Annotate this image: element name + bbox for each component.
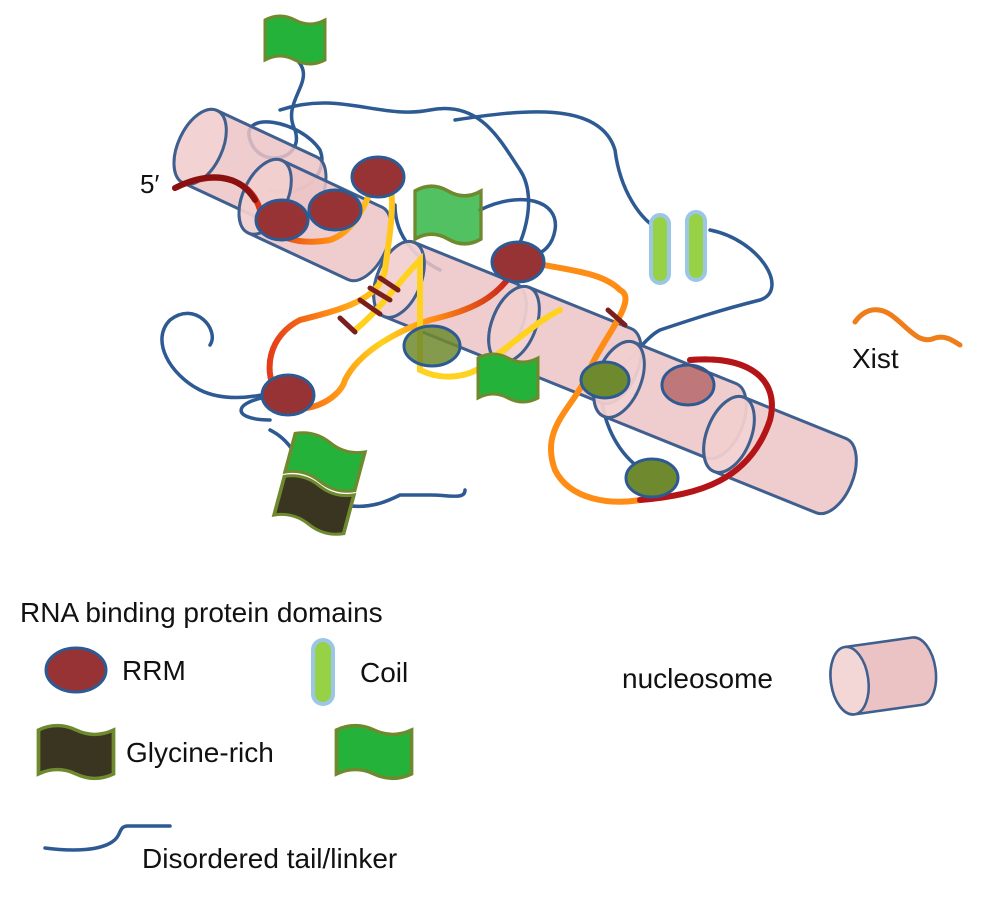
legend-coil: Coil xyxy=(311,638,408,706)
legend: RNA binding protein domains RRM Coil nuc… xyxy=(20,597,938,874)
disordered-legend-label: Disordered tail/linker xyxy=(142,843,397,874)
xist-label: Xist xyxy=(852,343,899,374)
chromatin-complex: 5′ Xist xyxy=(140,14,963,540)
glycine-rich-domain xyxy=(413,184,483,246)
legend-disordered: Disordered tail/linker xyxy=(43,824,397,874)
glycine-rich-domain xyxy=(476,352,540,404)
nucleosome-legend-label: nucleosome xyxy=(622,663,773,694)
coil-domain xyxy=(685,210,707,282)
nucleosome-6 xyxy=(692,387,868,523)
olive-domain xyxy=(579,360,631,400)
legend-nucleosome: nucleosome xyxy=(622,636,938,716)
legend-rrm: RRM xyxy=(44,646,186,694)
glycine-rich-green-legend-icon xyxy=(334,723,414,781)
glycine-rich-legend-label: Glycine-rich xyxy=(126,737,274,768)
coil-domains xyxy=(649,210,707,285)
glycine-rich-domain xyxy=(263,14,327,66)
coil-domain xyxy=(649,213,671,285)
coil-legend-icon xyxy=(311,638,335,706)
legend-heading: RNA binding protein domains xyxy=(20,597,383,628)
rrm-domain xyxy=(260,373,316,417)
rrm-legend-icon xyxy=(44,646,108,694)
olive-domain xyxy=(624,457,680,499)
coil-legend-label: Coil xyxy=(360,657,408,688)
rrm-domain xyxy=(660,363,716,407)
olive-domains xyxy=(402,324,680,499)
legend-glycine-rich: Glycine-rich xyxy=(36,723,414,781)
rrm-legend-label: RRM xyxy=(122,655,186,686)
rrm-domain xyxy=(307,188,363,232)
five-prime-label: 5′ xyxy=(140,169,159,199)
xist-rna-fragment xyxy=(852,307,963,348)
glycine-rich-dark-legend-icon xyxy=(36,723,116,781)
rrm-domain xyxy=(254,198,310,242)
rrm-domains xyxy=(254,155,716,417)
rrm-domain xyxy=(490,240,546,284)
rrm-domain xyxy=(350,155,406,199)
base-pair-ticks xyxy=(337,275,628,335)
nucleosome-legend-icon xyxy=(829,636,938,716)
disordered-linker-legend-icon xyxy=(43,824,172,852)
olive-domain xyxy=(402,324,462,368)
